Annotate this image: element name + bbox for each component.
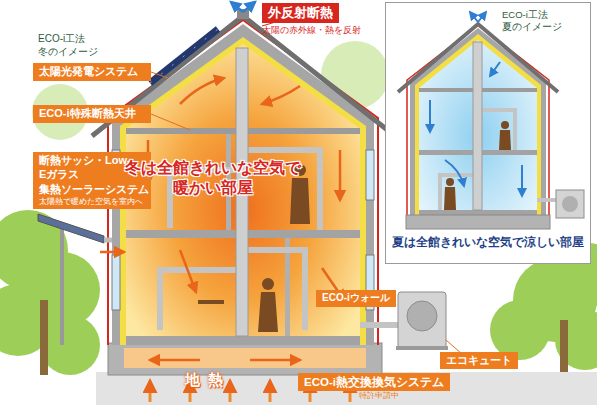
callout-heading: 外反射断熱: [262, 3, 339, 23]
summer-inset: [429, 100, 431, 132]
warm-air-arrow: [180, 250, 196, 292]
callout-heading: 太陽光発電システム: [39, 65, 145, 79]
warm-air-arrow: [250, 359, 300, 362]
warm-air-arrow: [339, 150, 342, 200]
summer-inset: [430, 12, 522, 196]
diagram-title: ECO-i工法 冬のイメージ: [38, 33, 128, 58]
person: [290, 178, 310, 224]
summer-inset: [419, 210, 537, 215]
heat-pump-unit: [396, 292, 448, 350]
window: [112, 255, 120, 310]
leader-line: [151, 114, 190, 130]
air-duct: [160, 270, 236, 330]
summer-inset: [478, 12, 486, 22]
summer-inset: [407, 25, 549, 215]
ground: [96, 372, 597, 405]
ground-heat-arrow: [269, 381, 272, 402]
tree-trunk: [40, 300, 48, 375]
summer-inset: [446, 178, 454, 186]
warm-air-arrow: [100, 251, 124, 254]
summer-inset: [410, 28, 546, 215]
summer-inset: [406, 215, 550, 229]
callout-box: 集熱ソーラーシステム太陽熱で暖めた空気を室内へ: [33, 181, 151, 209]
exhaust-arrow: [231, 2, 255, 12]
callout-heading: ECO-i特殊断熱天井: [39, 107, 145, 121]
callout-box: ECO-i特殊断熱天井: [33, 105, 151, 123]
air-duct: [360, 322, 398, 328]
callout-note: 太陽の赤外線・熱を反射: [262, 25, 402, 36]
leader-line: [151, 72, 168, 78]
callout-box: 太陽光発電システム: [33, 63, 151, 81]
tree: [490, 300, 550, 360]
summer-inset: [419, 40, 537, 215]
summer-inset: [499, 130, 511, 150]
callout-box: 外反射断熱太陽の赤外線・熱を反射: [262, 3, 402, 37]
inset-panel: ECO-i工法 夏のイメージ夏は全館きれいな空気で涼しい部屋: [385, 2, 591, 264]
callout-box: ECO-iウォール: [316, 290, 396, 307]
callout-note: 夏は全館きれいな空気で涼しい部屋: [386, 235, 590, 249]
person: [262, 278, 274, 290]
room-caption: 冬は全館きれいな空気で 暖かい部屋: [120, 158, 305, 198]
heat-pump-unit: [398, 292, 446, 348]
heat-pump-unit: [407, 301, 437, 331]
warm-air-arrow: [150, 359, 200, 362]
callout-box: エコキュート: [440, 352, 518, 369]
solar-collector: [60, 228, 64, 345]
tree-trunk: [560, 320, 568, 375]
summer-inset: [445, 160, 464, 186]
solar-collector: [38, 214, 112, 345]
solar-panel: [150, 29, 218, 83]
window: [366, 150, 374, 200]
summer-inset: [444, 187, 456, 210]
window: [112, 150, 374, 310]
exhaust-arrow: [243, 2, 255, 12]
floor-slab: [126, 336, 360, 345]
summer-inset: [386, 3, 591, 264]
warm-air-arrow: [180, 78, 224, 104]
callout-heading: 集熱ソーラーシステム: [39, 183, 145, 197]
heat-pump-unit: [396, 346, 448, 350]
summer-inset: [556, 190, 584, 218]
person: [258, 292, 278, 332]
foundation: [108, 343, 382, 375]
exhaust-arrow: [231, 2, 243, 12]
summer-inset: [521, 165, 523, 196]
callout-heading: ECO-i熱交換換気システム: [298, 373, 450, 391]
callout-note: 太陽熱で暖めた空気を室内へ: [39, 197, 145, 207]
summer-inset: [440, 110, 560, 210]
callout-heading: ECO-iウォール: [322, 292, 390, 305]
ground-heat-arrow: [149, 381, 152, 402]
warm-air-arrow: [262, 86, 300, 104]
summer-inset: [473, 42, 482, 210]
summer-inset: [470, 12, 478, 22]
foundation: [108, 343, 382, 375]
callout-note: 特許申請中: [298, 391, 460, 401]
summer-inset: [562, 196, 578, 212]
foundation: [124, 348, 366, 368]
tree: [40, 315, 100, 375]
solar-panel: [150, 29, 218, 83]
callout-heading: ECO-i工法 夏のイメージ: [502, 9, 584, 33]
summer-inset: [386, 3, 591, 264]
air-duct: [170, 170, 236, 228]
callout-box: ECO-i熱交換換気システム特許申請中: [298, 372, 460, 401]
solar-collector: [38, 214, 104, 243]
callout-heading: エコキュート: [446, 354, 512, 367]
ground-heat-label: 地熱: [172, 371, 244, 390]
person: [198, 300, 224, 304]
solar-collector: [104, 238, 112, 243]
air-duct: [160, 150, 398, 330]
summer-inset: [501, 121, 509, 129]
summer-inset: [490, 62, 500, 76]
solar-panel: [150, 29, 218, 83]
